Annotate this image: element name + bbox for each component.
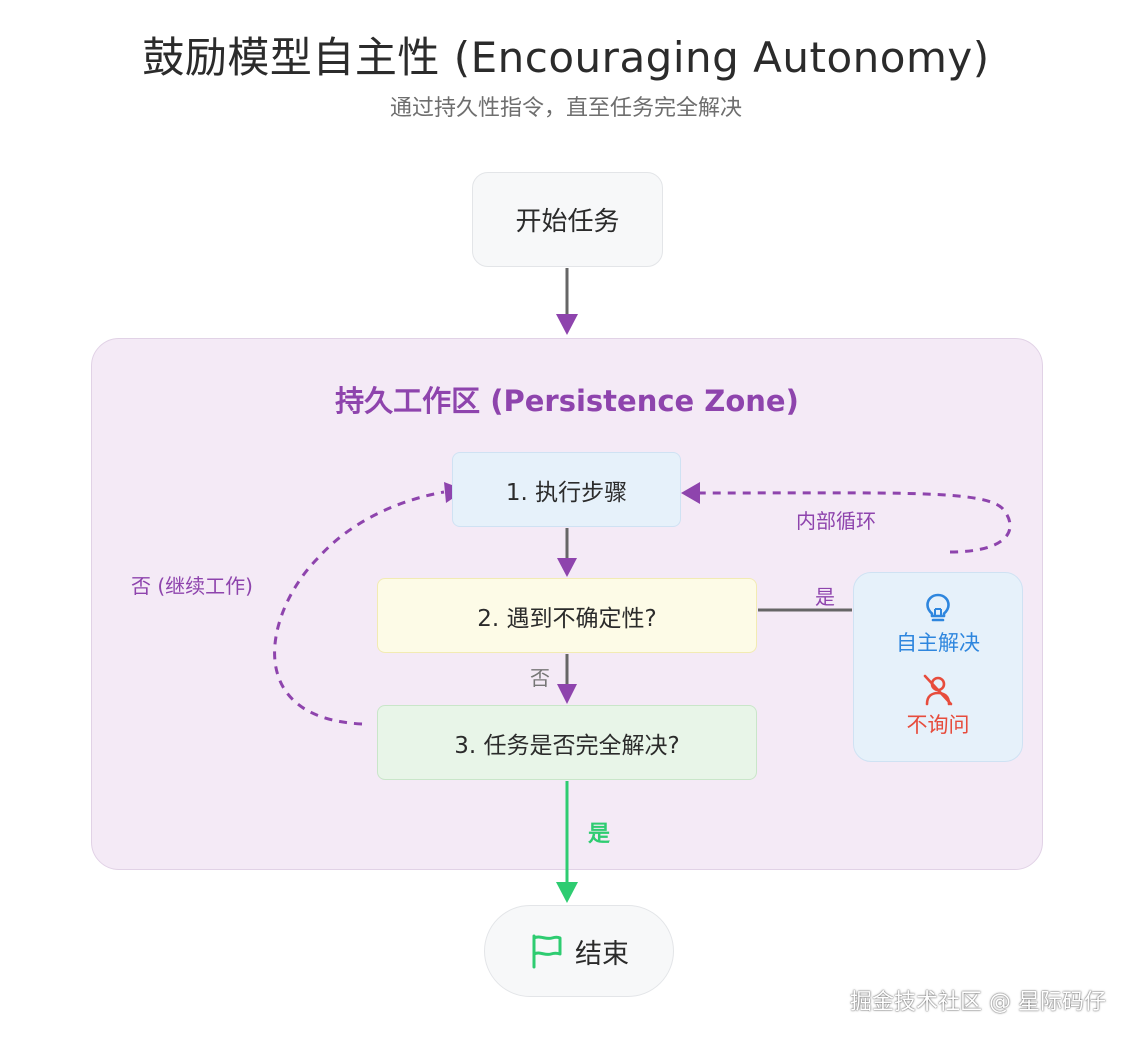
internal-loop-label: 内部循环 [796,509,876,533]
edge-internal-loop [681,482,1012,554]
diagram-title: 鼓励模型自主性 (Encouraging Autonomy) [142,33,990,82]
lightbulb-icon [926,593,950,622]
uncertain-yes-label: 是 [815,585,835,609]
autonomy-solve-label: 自主解决 [896,631,980,655]
user-slash-icon [923,674,953,706]
zone-title: 持久工作区 (Persistence Zone) [335,384,799,418]
solved-yes-label: 是 [588,822,611,847]
start-node: 开始任务 [472,172,663,267]
edge-step3-to-end [556,781,578,903]
step3-node: 3. 任务是否完全解决? [377,705,757,780]
edge-start-to-step1 [556,268,578,335]
autonomy-node: 自主解决 不询问 [853,572,1023,762]
continue-work-label: 否 (继续工作) [131,574,253,598]
end-node: 结束 [484,905,674,997]
autonomy-no-ask-label: 不询问 [906,713,970,737]
watermark: 掘金技术社区 @ 星际码仔 [850,990,1106,1015]
flag-icon [532,934,562,969]
diagram-subtitle: 通过持久性指令，直至任务完全解决 [389,96,742,121]
step1-node: 1. 执行步骤 [452,452,681,527]
edge-step2-to-step3 [557,654,577,704]
uncertain-no-label: 否 [530,666,550,690]
step2-node: 2. 遇到不确定性? [377,578,757,653]
edge-step1-to-step2 [557,528,577,577]
end-label: 结束 [575,938,629,970]
